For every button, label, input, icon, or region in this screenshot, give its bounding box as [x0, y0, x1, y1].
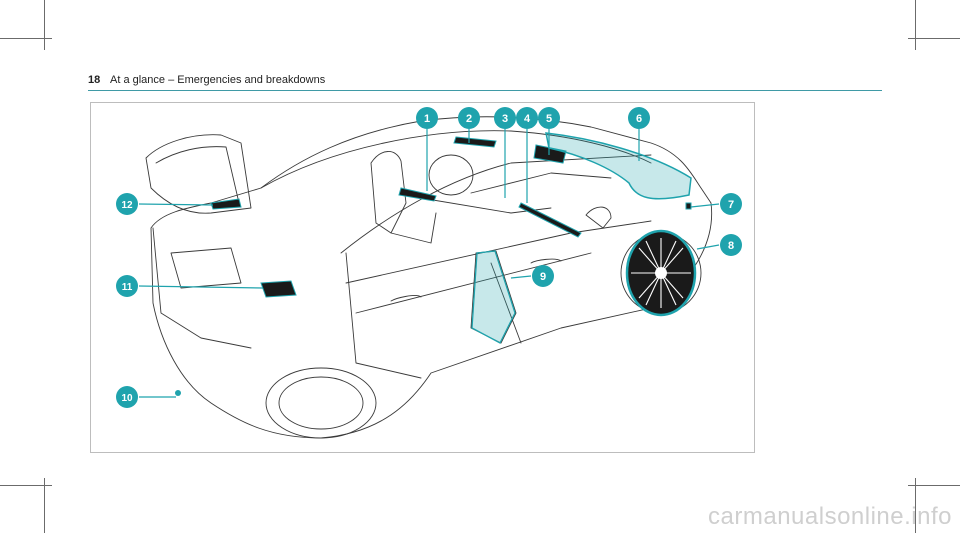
crop-mark [915, 478, 916, 533]
crop-mark [0, 485, 52, 486]
car-drawing: 1 2 3 4 5 6 7 8 [116, 107, 742, 439]
crop-mark [44, 0, 45, 50]
callout-label: 7 [728, 199, 734, 211]
callout-label: 5 [546, 113, 552, 125]
callout-label: 11 [122, 282, 133, 293]
callout-10: 10 [116, 386, 138, 408]
callout-2: 2 [458, 107, 480, 129]
callout-label: 9 [540, 271, 546, 283]
callout-11: 11 [116, 275, 138, 297]
callout-3: 3 [494, 107, 516, 129]
watermark: carmanualsonline.info [708, 503, 952, 530]
callout-label: 3 [502, 113, 508, 125]
callout-label: 8 [728, 240, 734, 252]
callout-7: 7 [720, 193, 742, 215]
callout-8: 8 [720, 234, 742, 256]
crop-mark [908, 485, 960, 486]
page-header: 18 At a glance – Emergencies and breakdo… [88, 74, 882, 91]
callout-5: 5 [538, 107, 560, 129]
callout-12: 12 [116, 193, 138, 215]
callout-label: 2 [466, 113, 472, 125]
callout-label: 12 [121, 200, 133, 211]
callout-9: 9 [532, 265, 554, 287]
callout-label: 4 [524, 113, 531, 125]
car-illustration: 1 2 3 4 5 6 7 8 [90, 102, 755, 453]
callout-label: 10 [121, 393, 133, 404]
crop-mark [908, 38, 960, 39]
page-title: At a glance – Emergencies and breakdowns [110, 74, 326, 86]
crop-mark [915, 0, 916, 50]
callout-1: 1 [416, 107, 438, 129]
crop-mark [0, 38, 52, 39]
callout-label: 1 [424, 113, 430, 125]
callout-4: 4 [516, 107, 538, 129]
callout-6: 6 [628, 107, 650, 129]
crop-mark [44, 478, 45, 533]
callout-label: 6 [636, 113, 642, 125]
page-number: 18 [88, 74, 101, 86]
